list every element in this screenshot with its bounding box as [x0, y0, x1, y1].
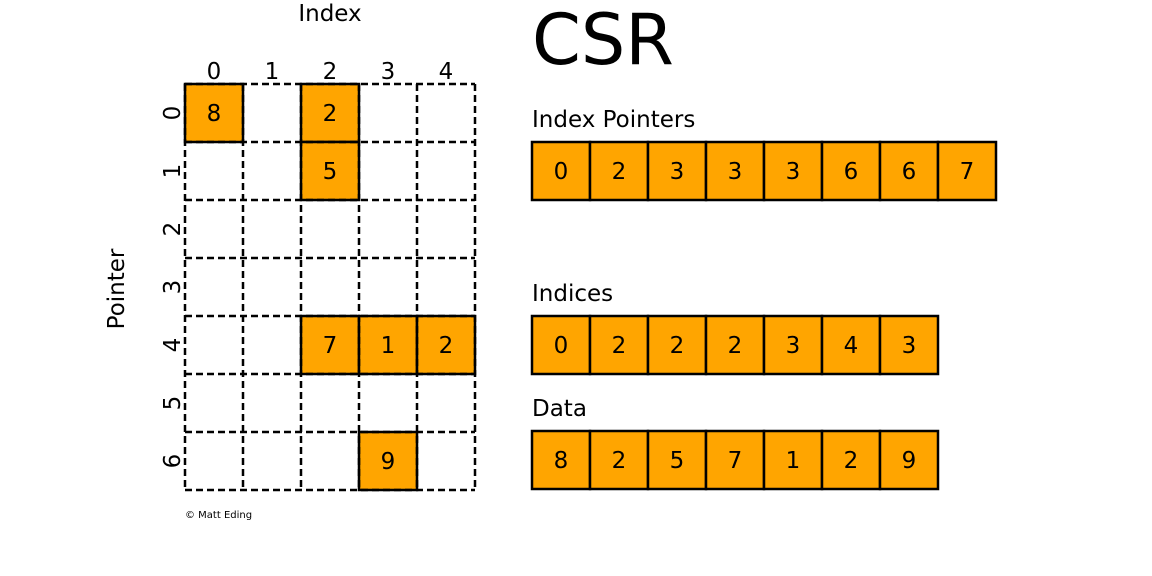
csr-array-value: 7	[960, 159, 975, 185]
csr-array-value: 4	[844, 333, 859, 359]
csr-array: Index Pointers 0 2 3 3 3 6 6 7	[530, 107, 998, 202]
csr-array-value: 9	[902, 448, 917, 474]
csr-array-value: 3	[728, 159, 743, 185]
csr-array-label: Index Pointers	[532, 107, 695, 133]
csr-array: Indices 0 2 2 2 3 4 3	[530, 281, 940, 376]
csr-array-value: 7	[728, 448, 743, 474]
row-label: 6	[160, 454, 186, 469]
csr-array-cell	[704, 314, 766, 376]
csr-array-cell	[936, 140, 998, 202]
csr-array-cell	[704, 429, 766, 491]
row-label: 5	[160, 396, 186, 411]
sparse-matrix: Index Pointer 8 2 5 7 1 2 9 0 1 2 3 4 0 1 2 3 4 5 6 © Ma…	[104, 1, 477, 521]
csr-array-value: 1	[786, 448, 801, 474]
row-label: 4	[160, 338, 186, 353]
column-label: 1	[265, 59, 280, 85]
csr-array-value: 0	[554, 333, 569, 359]
csr-array-value: 2	[612, 159, 627, 185]
csr-array-cell	[878, 429, 940, 491]
csr-array-value: 3	[670, 159, 685, 185]
csr-array-cell	[762, 429, 824, 491]
row-label: 3	[160, 280, 186, 295]
column-label: 0	[207, 59, 222, 85]
csr-array-cell	[588, 429, 650, 491]
csr-array-value: 8	[554, 448, 569, 474]
csr-array-value: 2	[612, 333, 627, 359]
csr-array-cell	[762, 140, 824, 202]
matrix-cell-value: 2	[323, 101, 338, 127]
matrix-row-labels: 0 1 2 3 4 5 6	[160, 106, 186, 469]
csr-array-cell	[878, 314, 940, 376]
matrix-cell-value: 2	[439, 333, 454, 359]
copyright-note: © Matt Eding	[185, 510, 252, 521]
csr-array-value: 6	[844, 159, 859, 185]
csr-array-value: 2	[844, 448, 859, 474]
csr-array-value: 2	[728, 333, 743, 359]
column-label: 2	[323, 59, 338, 85]
matrix-cell	[357, 430, 419, 492]
csr-array: Data 8 2 5 7 1 2 9	[530, 396, 940, 491]
csr-array-label: Data	[532, 396, 587, 422]
csr-array-value: 2	[670, 333, 685, 359]
csr-array-value: 6	[902, 159, 917, 185]
matrix-cell-value: 1	[381, 333, 396, 359]
csr-array-value: 3	[902, 333, 917, 359]
column-label: 4	[439, 59, 454, 85]
row-label: 1	[160, 164, 186, 179]
matrix-cell-value: 9	[381, 449, 396, 475]
csr-array-value: 2	[612, 448, 627, 474]
matrix-cell	[415, 314, 477, 376]
row-axis-label: Pointer	[104, 248, 130, 329]
page-title: CSR	[532, 0, 674, 81]
csr-array-cell	[588, 314, 650, 376]
row-label: 0	[160, 106, 186, 121]
csr-array-value: 0	[554, 159, 569, 185]
csr-array-value: 3	[786, 333, 801, 359]
matrix-column-labels: 0 1 2 3 4	[207, 59, 454, 85]
csr-array-value: 5	[670, 448, 685, 474]
matrix-cell-value: 5	[323, 159, 338, 185]
csr-array-cell	[530, 314, 592, 376]
csr-array-cell	[646, 314, 708, 376]
column-axis-label: Index	[298, 1, 361, 27]
matrix-cell-value: 7	[323, 333, 338, 359]
matrix-grid-lines	[183, 82, 477, 492]
csr-array-cell	[588, 140, 650, 202]
column-label: 3	[381, 59, 396, 85]
csr-array-cell	[704, 140, 766, 202]
csr-array-cell	[530, 140, 592, 202]
csr-array-value: 3	[786, 159, 801, 185]
matrix-cell-value: 8	[207, 101, 222, 127]
csr-array-label: Indices	[532, 281, 613, 307]
row-label: 2	[160, 222, 186, 237]
